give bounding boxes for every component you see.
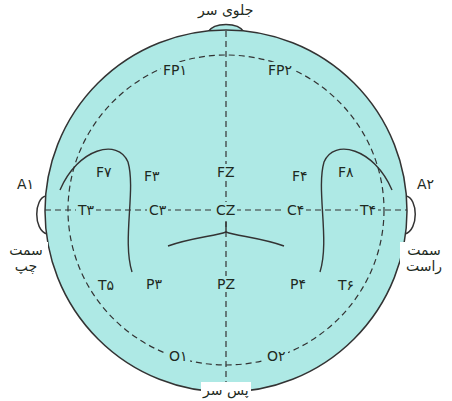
electrode-label: C۳ [147,202,168,218]
direction-label: پس سر [201,382,251,398]
head-outline [45,30,407,392]
direction-label: A۱ [15,176,36,192]
electrode-label: CZ [214,202,237,218]
electrode-label: FZ [215,164,237,180]
electrode-label: F۷ [94,164,114,180]
electrode-label: F۳ [142,168,162,184]
direction-label: جلوی سر [196,2,255,18]
electrode-label: T۶ [336,277,356,293]
direction-label: سمت چپ [4,242,48,274]
electrode-label: P۴ [288,276,308,292]
direction-label: سمت راست [400,242,448,274]
center-branch [168,222,284,246]
electrode-label: T۳ [76,202,96,218]
electrode-label: T۵ [96,277,116,293]
left-arc [60,149,132,272]
electrode-label: F۸ [336,164,356,180]
electrode-label: F۴ [290,168,310,184]
right-arc [320,149,392,272]
electrode-label: P۳ [144,276,164,292]
electrode-label: O۲ [265,348,288,364]
electrode-label: FP۲ [266,62,294,78]
electrode-label: O۱ [167,348,190,364]
electrode-label: PZ [215,276,237,292]
direction-label: A۲ [415,176,436,192]
electrode-label: C۴ [285,202,306,218]
electrode-label: T۴ [358,202,378,218]
electrode-label: FP۱ [161,62,189,78]
